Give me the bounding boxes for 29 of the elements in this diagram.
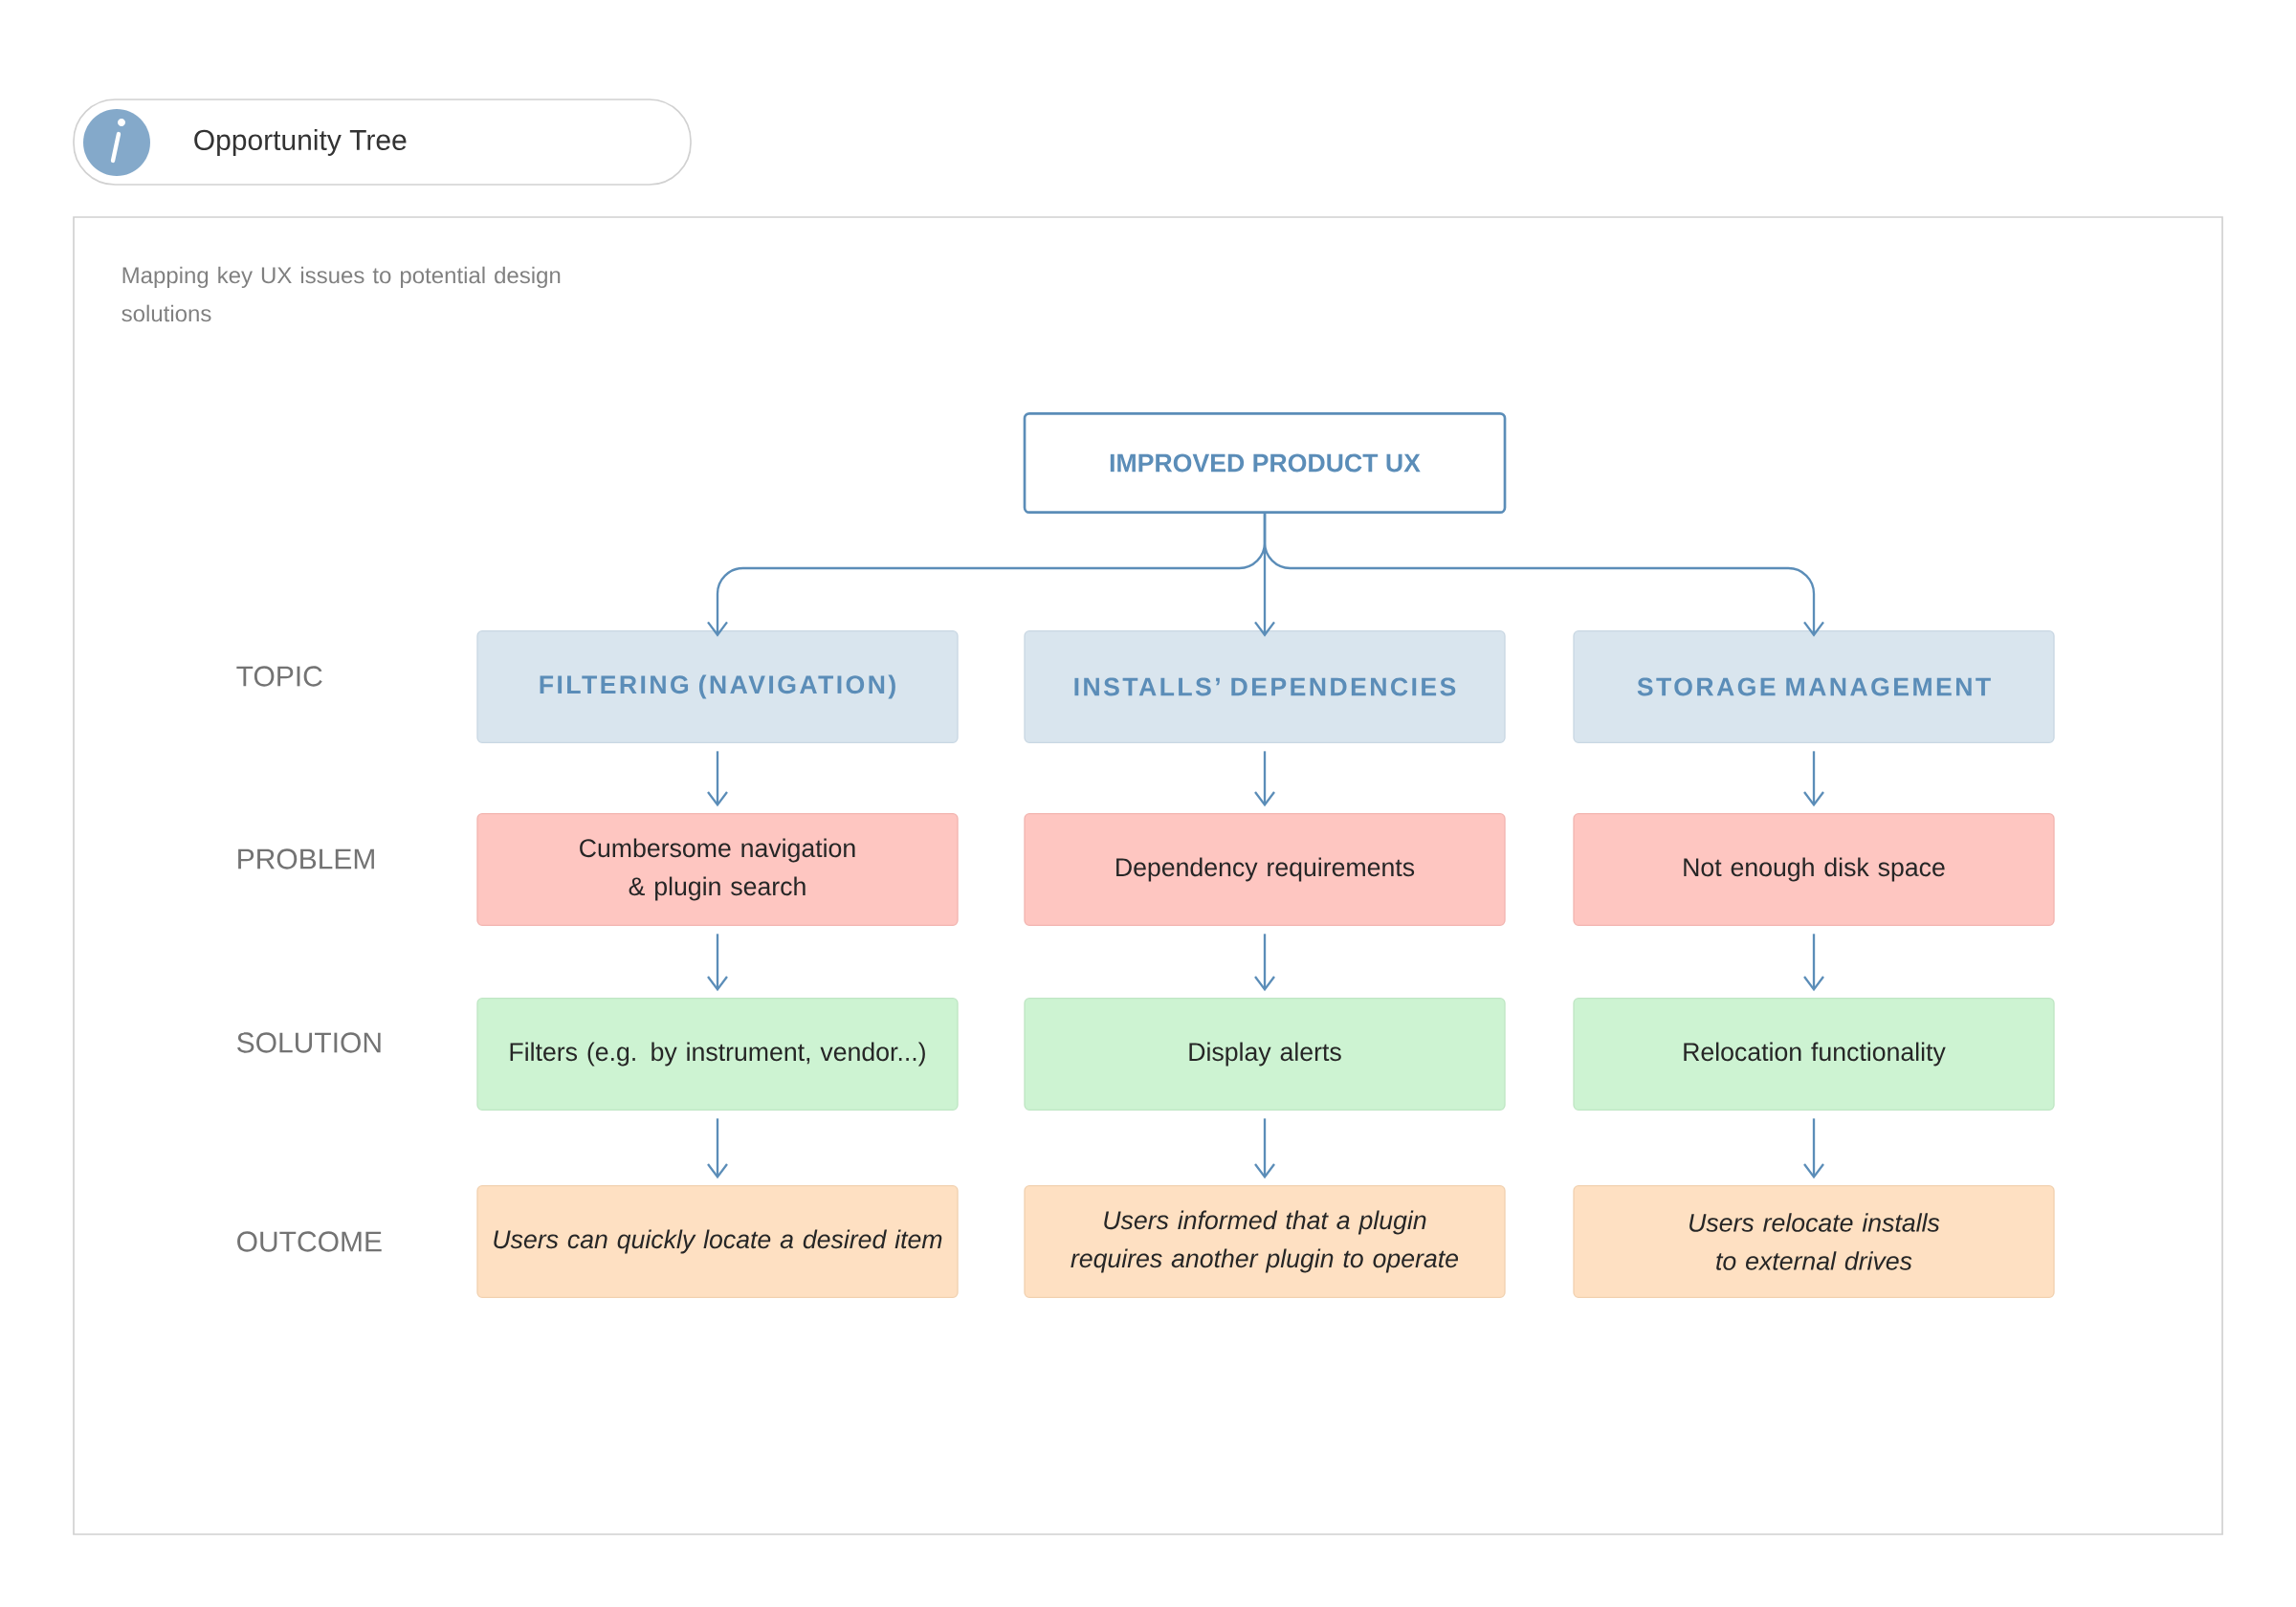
problem-box: Dependency requirements — [1024, 813, 1506, 926]
row-label: TOPIC — [236, 666, 322, 687]
arrow — [1803, 1118, 1824, 1179]
subtitle: Mapping key UX issues to potential design solutions — [121, 266, 561, 322]
row-label: PROBLEM — [238, 848, 374, 870]
arrow — [1254, 934, 1275, 992]
row-label: SOLUTION — [237, 1032, 381, 1053]
arrow — [1254, 751, 1275, 807]
arrow — [707, 934, 728, 992]
arrow — [1803, 751, 1824, 807]
arrow — [1254, 1118, 1275, 1179]
arrow — [1263, 514, 1824, 637]
solution-box: Display alerts — [1024, 998, 1506, 1111]
arrow — [707, 1118, 728, 1179]
title-pill: Opportunity Tree — [73, 99, 692, 186]
topic-box: STORAGE MANAGEMENT — [1573, 630, 2055, 743]
problem-box: Cumbersome navigation & plugin search — [476, 813, 959, 926]
solution-box: Relocation functionality — [1573, 998, 2055, 1111]
solution-box: Filters (e.g. by instrument, vendor...) — [476, 998, 959, 1111]
outcome-box: Users can quickly locate a desired item — [476, 1185, 959, 1298]
topic-box: INSTALLS’ DEPENDENCIES — [1024, 630, 1506, 743]
arrow — [707, 751, 728, 807]
outcome-box: Users relocate installs to external drives — [1573, 1185, 2055, 1298]
problem-box: Not enough disk space — [1573, 813, 2055, 926]
row-label: OUTCOME — [237, 1231, 382, 1252]
topic-box: FILTERING (NAVIGATION) — [476, 630, 959, 743]
outcome-box: Users informed that a plugin requires another plugin to operate — [1024, 1185, 1506, 1298]
root-box: IMPROVED PRODUCT UX — [1023, 412, 1507, 514]
arrow — [1803, 934, 1824, 992]
